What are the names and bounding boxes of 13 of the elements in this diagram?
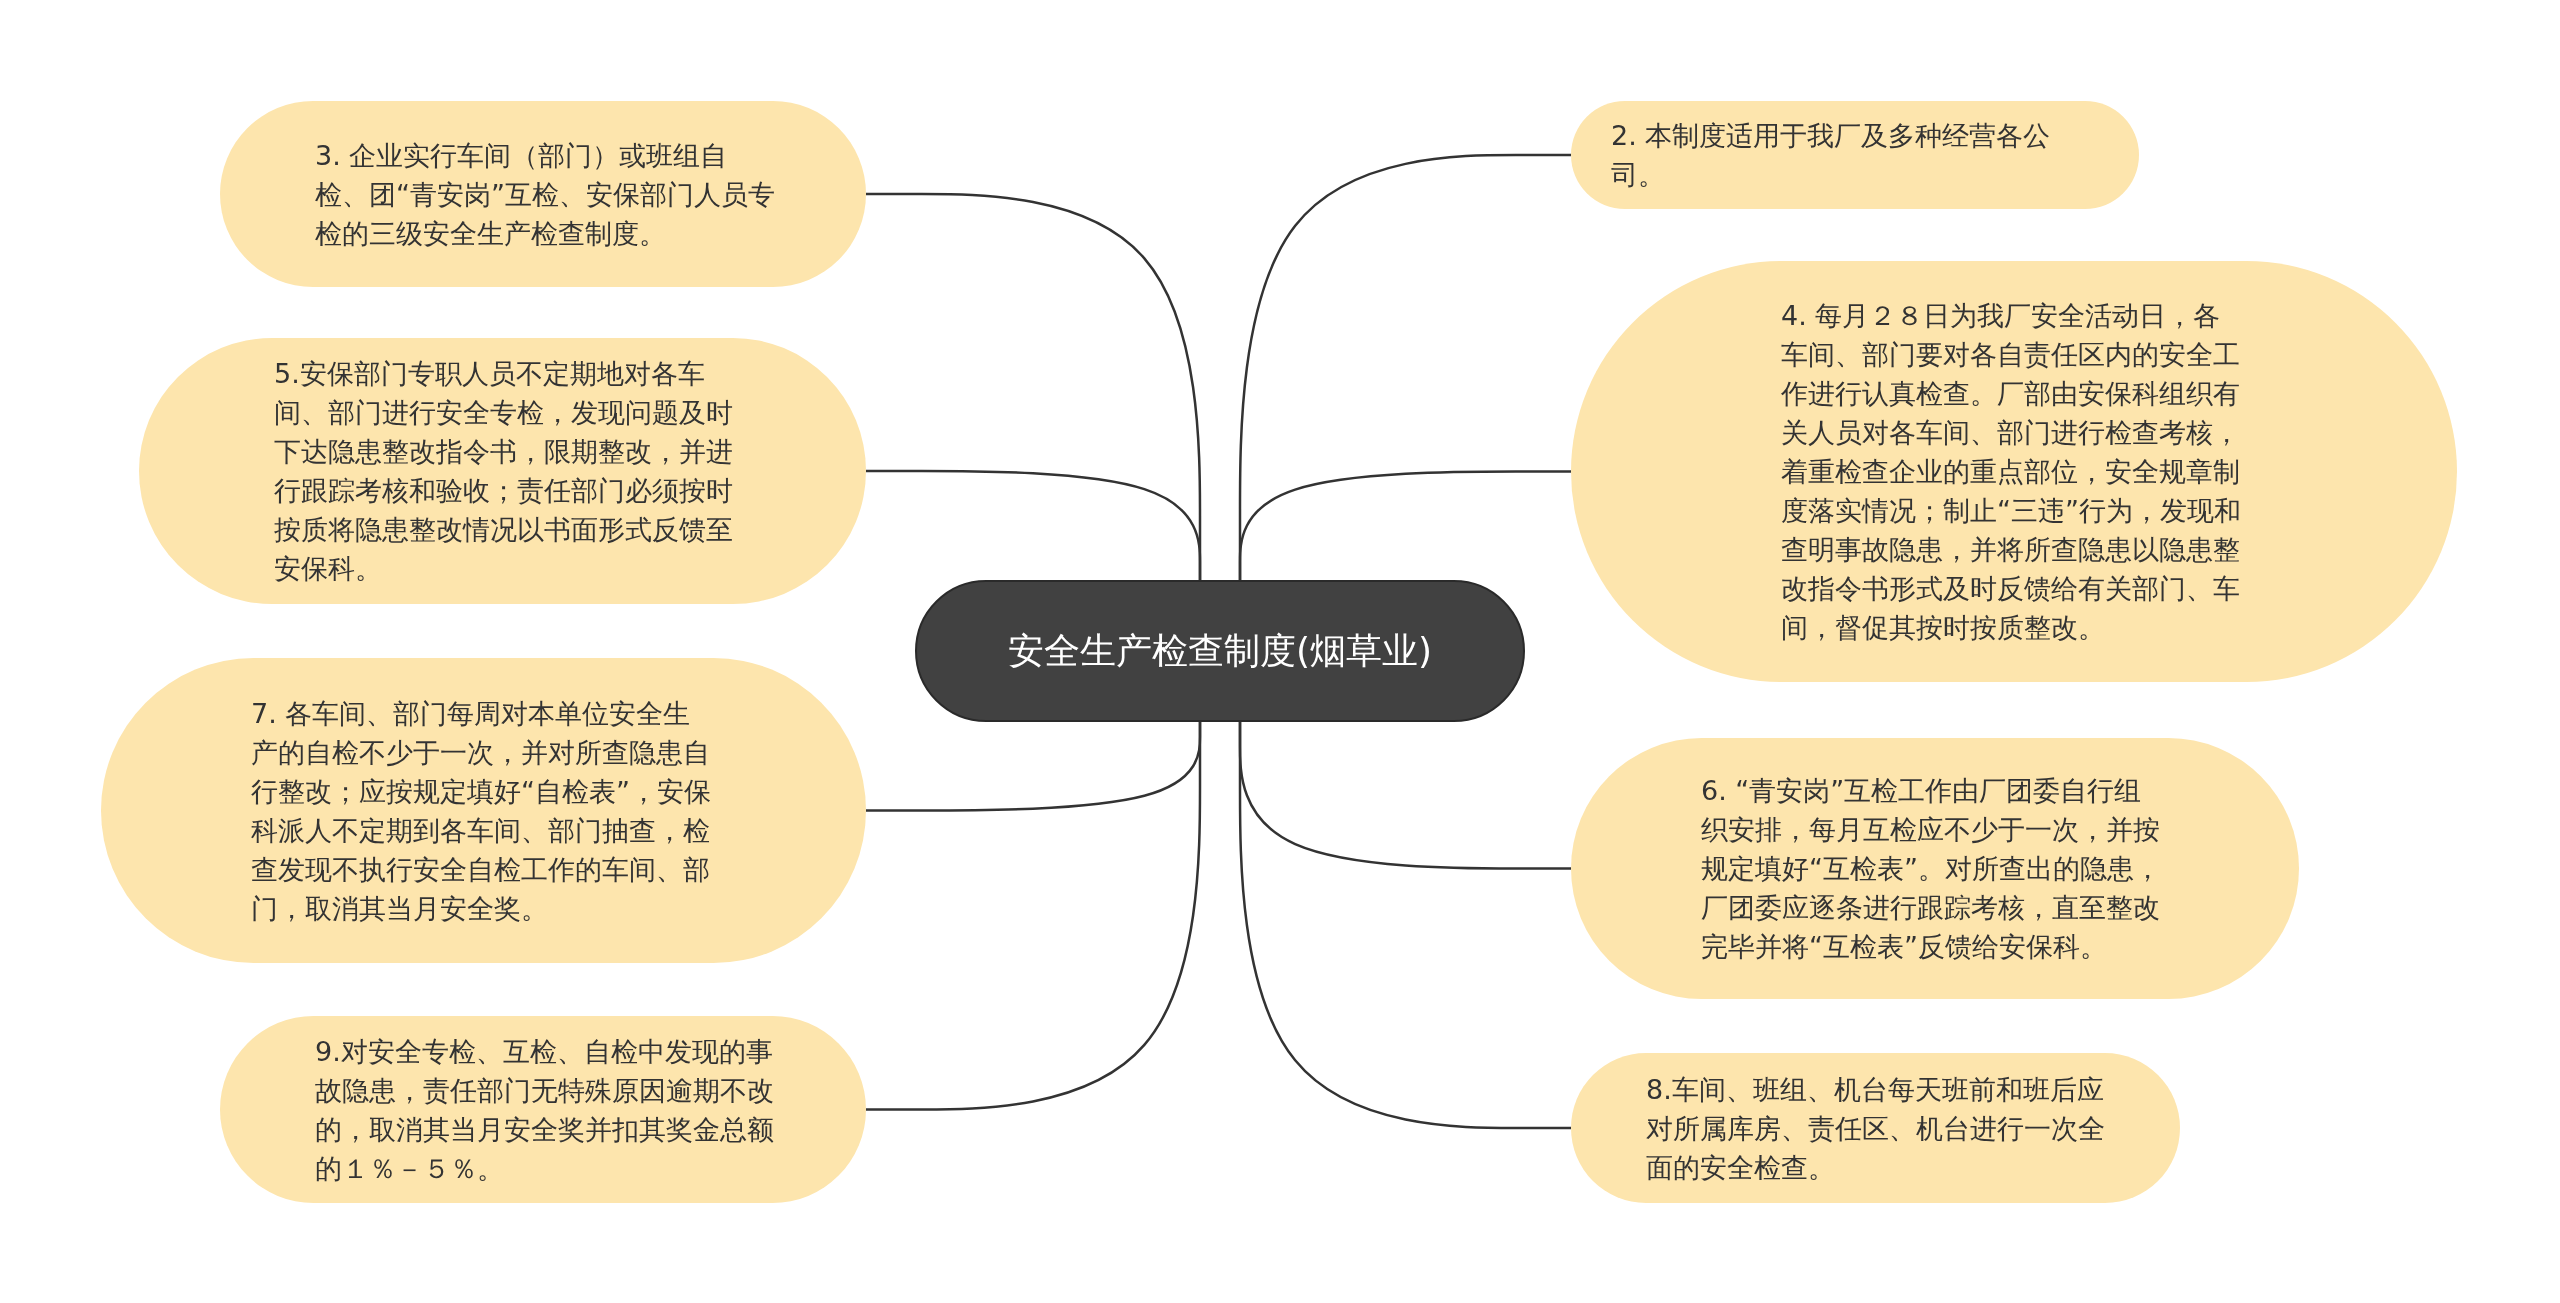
topic-text: 9.对安全专检、互检、自检中发现的事故隐患，责任部门无特殊原因逾期不改的，取消其当月安全奖并扣其奖金总额的１％－５％。 bbox=[315, 1034, 775, 1186]
topic-title: 安全生产检查制度(烟草业) bbox=[1006, 629, 1434, 673]
connector-line bbox=[1238, 722, 1571, 1130]
connector-line bbox=[866, 722, 1202, 1111]
topic-text: 8.车间、班组、机台每天班前和班后应对所属库房、责任区、机台进行一次全面的安全检查。 bbox=[1646, 1072, 2106, 1185]
topic-text: 5.安保部门专职人员不定期地对各车间、部门进行安全专检，发现问题及时下达隐患整改指令书，限期整改，并进行跟踪考核和验收；责任部门必须按时按质将隐患整改情况以书面形式反馈至安保科。 bbox=[274, 357, 734, 586]
topic-text: 6. “青安岗”互检工作由厂团委自行组织安排，每月互检应不少于一次，并按规定填好“互检表”。对所查出的隐患，厂团委应逐条进行跟踪考核，直至整改完毕并将“互检表”反馈给安保科。 bbox=[1701, 774, 2162, 964]
topic-text: 7. 各车间、部门每周对本单位安全生产的自检不少于一次，并对所查隐患自行整改；应按规定填好“自检表”，安保科派人不定期到各车间、部门抽查，检查发现不执行安全自检工作的车间、部门，取消其当月安全奖。 bbox=[251, 696, 712, 926]
topic-text: 2. 本制度适用于我厂及多种经营各公司。 bbox=[1611, 119, 2052, 192]
topic-text: 4. 每月２８日为我厂安全活动日，各车间、部门要对各自责任区内的安全工作进行认真检查。厂部由安保科组织有关人员对各车间、部门进行检查考核，着重检查企业的重点部位，安全规章制度落实情况；制止“三违”行为，发现和查明事故隐患，并将所查隐患以隐患整改指令书形式及时反馈给有关部门、车间，督促其按时按质整改。 bbox=[1781, 299, 2241, 645]
connector-line bbox=[866, 469, 1202, 580]
topic-text: 3. 企业实行车间（部门）或班组自检、团“青安岗”互检、安保部门人员专检的三级安全生产检查制度。 bbox=[315, 138, 776, 251]
connector-line bbox=[1238, 470, 1571, 580]
